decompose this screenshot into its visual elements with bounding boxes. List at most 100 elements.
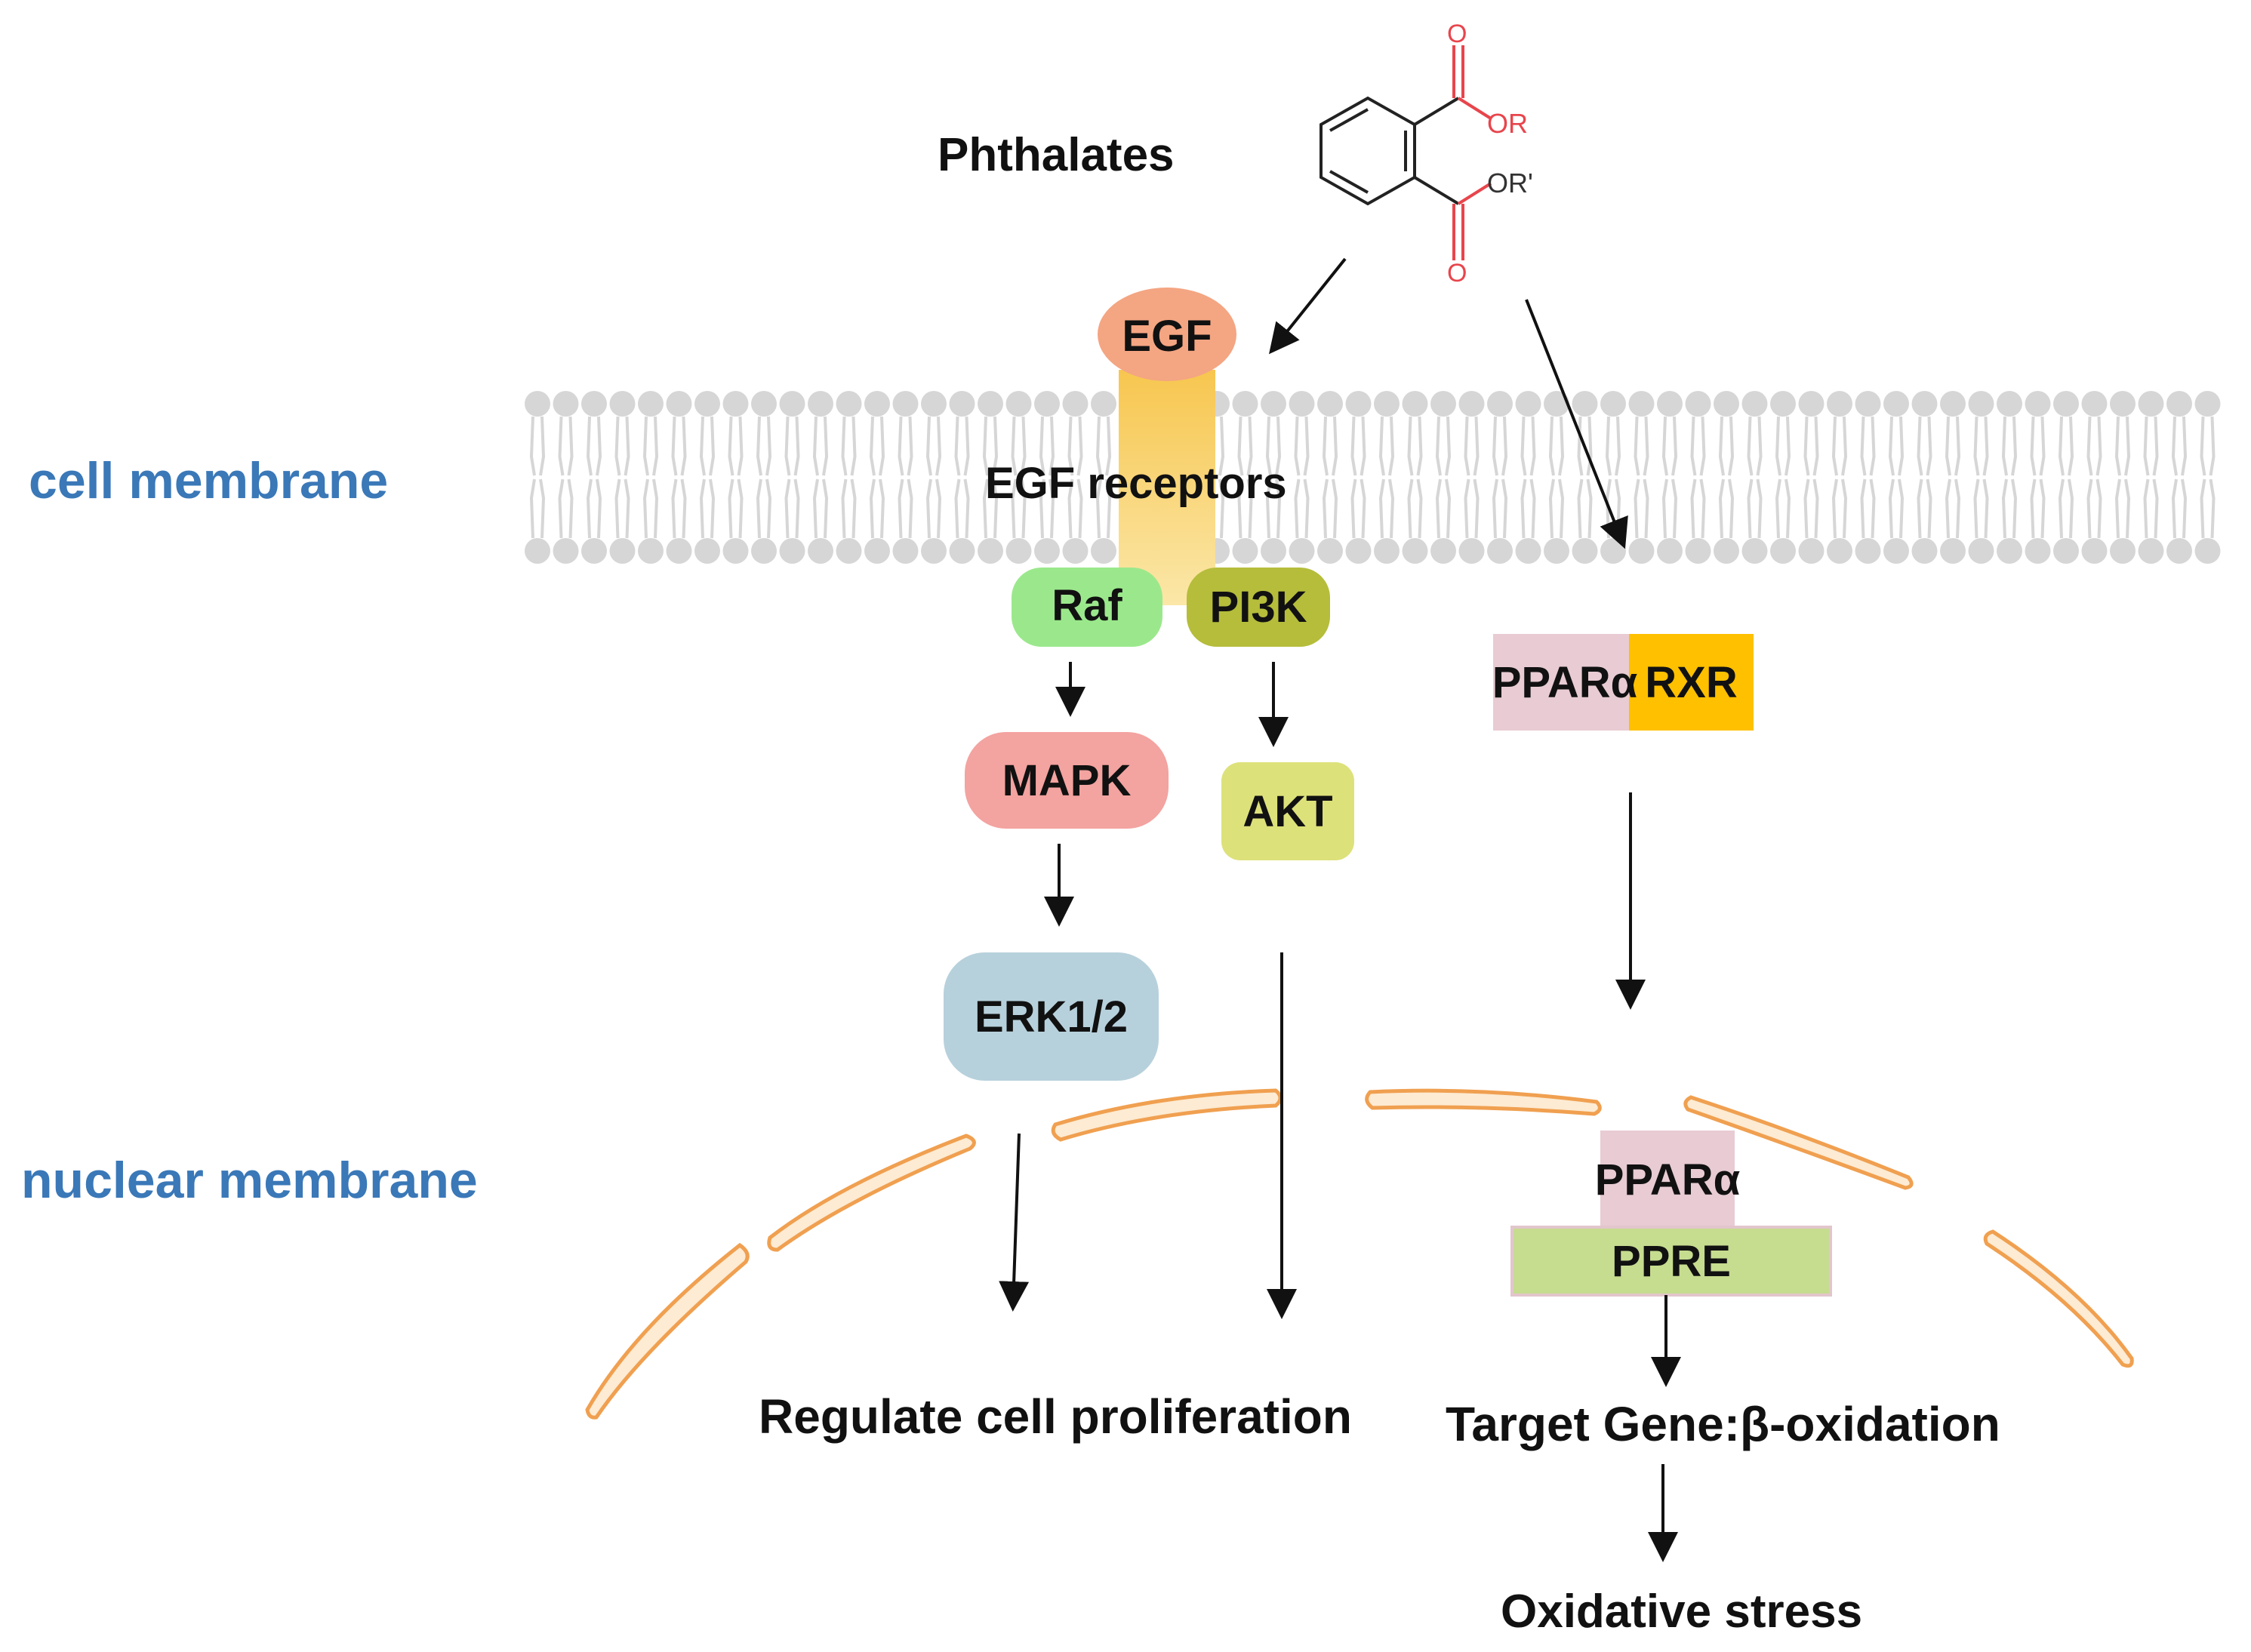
lipid-tail — [1718, 478, 1735, 539]
lipid-head — [1741, 538, 1768, 564]
lipid-tail — [1548, 416, 1565, 476]
lipid-head — [1883, 538, 1909, 564]
lipid-tail — [1464, 478, 1480, 539]
nuclear-membrane — [585, 1088, 2134, 1420]
lipid-tail — [2143, 478, 2159, 539]
lipid-tail — [1520, 416, 1536, 476]
lipid-head — [1005, 538, 1032, 564]
lipid-head — [751, 391, 777, 417]
ppara-rxr-left-label: PPARα — [1492, 657, 1638, 707]
lipid-head — [1487, 391, 1513, 417]
lipid-tail — [1237, 478, 1253, 539]
lipid-head — [1770, 391, 1796, 417]
lipid-head — [525, 538, 550, 564]
lipid-head — [553, 538, 579, 564]
egf-receptor-column — [1119, 370, 1215, 605]
lipid-tail — [1803, 416, 1819, 476]
arrow-phthalates-to-ppar — [1525, 299, 1628, 549]
arrow-phthalates-to-egf — [1269, 257, 1347, 355]
lipid-head — [1911, 391, 1938, 417]
lipid-head — [581, 391, 607, 417]
lipid-tail — [1577, 416, 1593, 476]
erk-shape — [944, 952, 1159, 1081]
lipid-head — [1289, 391, 1315, 417]
lipid-head — [1091, 538, 1116, 564]
molecule-or-prime: OR' — [1487, 168, 1533, 198]
lipid-tail — [2143, 416, 2159, 476]
lipid-tail — [699, 416, 716, 476]
lipid-tail — [1407, 478, 1423, 539]
lipid-head — [1685, 391, 1711, 417]
lipid-head — [1968, 538, 1994, 564]
lipid-tail — [2200, 478, 2216, 539]
lipid-tail — [671, 416, 687, 476]
lipid-head — [1458, 538, 1485, 564]
lipid-tail — [1350, 416, 1366, 476]
rxr-label: RXR — [1645, 657, 1738, 707]
lipid-head — [1827, 538, 1852, 564]
lipid-tail — [1378, 416, 1395, 476]
lipid-head — [553, 391, 579, 417]
lipid-head — [2081, 391, 2108, 417]
lipid-head — [694, 538, 720, 564]
lipid-head — [864, 538, 890, 564]
phthalates-label: Phthalates — [938, 129, 1175, 181]
lipid-tail — [1435, 416, 1452, 476]
lipid-tail — [642, 416, 659, 476]
lipid-head — [892, 391, 919, 417]
arrow-erk-to-regulate — [999, 1133, 1030, 1312]
lipid-head — [1883, 391, 1909, 417]
lipid-tail — [784, 478, 800, 539]
lipid-tail — [1378, 478, 1395, 539]
lipid-head — [1855, 391, 1881, 417]
lipid-tail — [1011, 416, 1027, 476]
lipid-tail — [1775, 478, 1791, 539]
lipid-tail — [784, 416, 800, 476]
lipid-tail — [1917, 478, 1932, 539]
lipid-tail — [1973, 416, 1989, 476]
oxidative-stress-label: Oxidative stress — [1501, 1586, 1863, 1638]
ppara-rxr-left-box — [1493, 634, 1629, 731]
lipid-head — [1714, 391, 1739, 417]
lipid-tail — [2030, 416, 2046, 476]
lipid-head — [892, 538, 919, 564]
lipid-head — [949, 538, 975, 564]
lipid-head — [1005, 391, 1032, 417]
lipid-tail — [529, 478, 546, 539]
nuclear-membrane-label: nuclear membrane — [21, 1152, 478, 1209]
lipid-head — [1911, 538, 1938, 564]
lipid-tail — [1888, 416, 1905, 476]
lipid-head — [864, 391, 890, 417]
lipid-head — [2053, 538, 2079, 564]
lipid-tail — [614, 478, 630, 539]
raf-shape — [1012, 568, 1162, 647]
lipid-tail — [728, 416, 744, 476]
lipid-tail — [1039, 478, 1055, 539]
lipid-head — [1798, 538, 1825, 564]
lipid-head — [1770, 538, 1796, 564]
lipid-tail — [2114, 478, 2131, 539]
lipid-head — [1997, 538, 2022, 564]
lipid-tail — [1265, 478, 1282, 539]
cell-membrane-bilayer — [525, 391, 2221, 564]
lipid-head — [1827, 391, 1852, 417]
lipid-tail — [1747, 416, 1763, 476]
lipid-tail — [925, 478, 942, 539]
lipid-head — [1458, 391, 1485, 417]
mapk-node: MAPK — [1002, 755, 1132, 805]
lipid-tail — [1095, 416, 1112, 476]
lipid-head — [1034, 391, 1060, 417]
lipid-tail — [2001, 478, 2018, 539]
lipid-head — [2138, 538, 2164, 564]
lipid-head — [1374, 391, 1400, 417]
lipid-tail — [869, 478, 885, 539]
ppara-nuclear-box — [1600, 1131, 1735, 1229]
lipid-tail — [1803, 478, 1819, 539]
lipid-head — [722, 538, 749, 564]
target-gene-label: Target Gene:β-oxidation — [1446, 1397, 2000, 1451]
lipid-head — [949, 391, 975, 417]
lipid-head — [1714, 538, 1739, 564]
lipid-head — [1062, 391, 1089, 417]
lipid-tail — [2086, 478, 2102, 539]
lipid-tail — [1775, 416, 1791, 476]
